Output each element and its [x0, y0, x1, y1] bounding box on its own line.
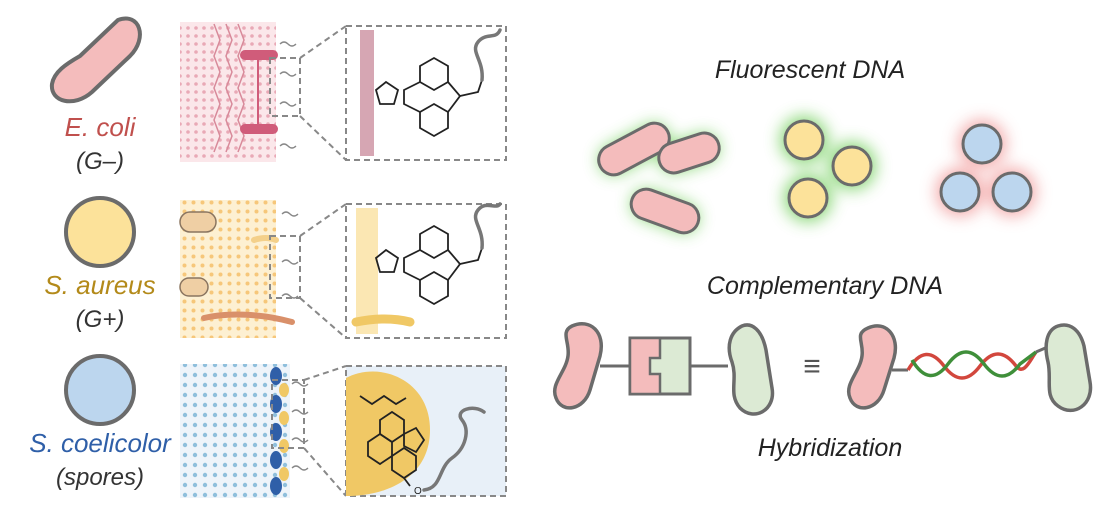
- left-pink-cell-icon: [552, 322, 603, 410]
- cholesterol-structure-icon: [359, 394, 426, 487]
- fluorescent-dna-heading: Fluorescent DNA: [714, 56, 906, 84]
- hybridization-heading: Hybridization: [757, 434, 903, 462]
- dna-tail-icon: [473, 28, 502, 82]
- ecoli-membrane: [180, 22, 297, 162]
- organism-name-scoelicolor: S. coelicolor: [29, 428, 171, 458]
- saureus-membrane: [179, 200, 299, 338]
- dbco-structure-icon: [374, 224, 483, 306]
- scoelicolor-spore-icon: [64, 354, 136, 426]
- hybridization-schematic: [552, 322, 1093, 416]
- saureus-cell-icon: [64, 196, 136, 268]
- saureus-inset: [345, 202, 507, 339]
- svg-text:O: O: [414, 486, 422, 497]
- right-green-cell-icon: [1044, 323, 1093, 413]
- red-dna-strand-icon: [906, 350, 1038, 380]
- organism-subtitle-saureus: (G+): [75, 306, 125, 333]
- fluorescent-saureus-group: [780, 116, 876, 222]
- complementary-dna-heading: Complementary DNA: [706, 272, 944, 300]
- equivalence-symbol: ≡: [803, 350, 821, 383]
- organism-name-ecoli: E. coli: [64, 112, 136, 142]
- dna-tail-icon: [422, 406, 486, 492]
- dna-tail-icon: [473, 202, 502, 250]
- left-green-cell-icon: [727, 323, 775, 416]
- ecoli-cell-icon: [49, 16, 142, 104]
- fluorescent-scoelicolor-group: [936, 120, 1036, 216]
- organism-subtitle-scoelicolor: (spores): [55, 464, 145, 491]
- zoom-connectors: [269, 25, 347, 497]
- right-pink-cell-icon: [846, 324, 898, 410]
- green-dna-strand-icon: [910, 350, 1038, 378]
- complementary-block-icon: [628, 336, 662, 396]
- ecoli-inset: [345, 25, 507, 161]
- scoelicolor-inset: O: [345, 365, 507, 497]
- organism-subtitle-ecoli: (G–): [76, 148, 124, 175]
- dbco-structure-icon: [374, 56, 483, 138]
- fluorescent-ecoli-group: [597, 121, 721, 235]
- organism-name-saureus: S. aureus: [44, 270, 156, 300]
